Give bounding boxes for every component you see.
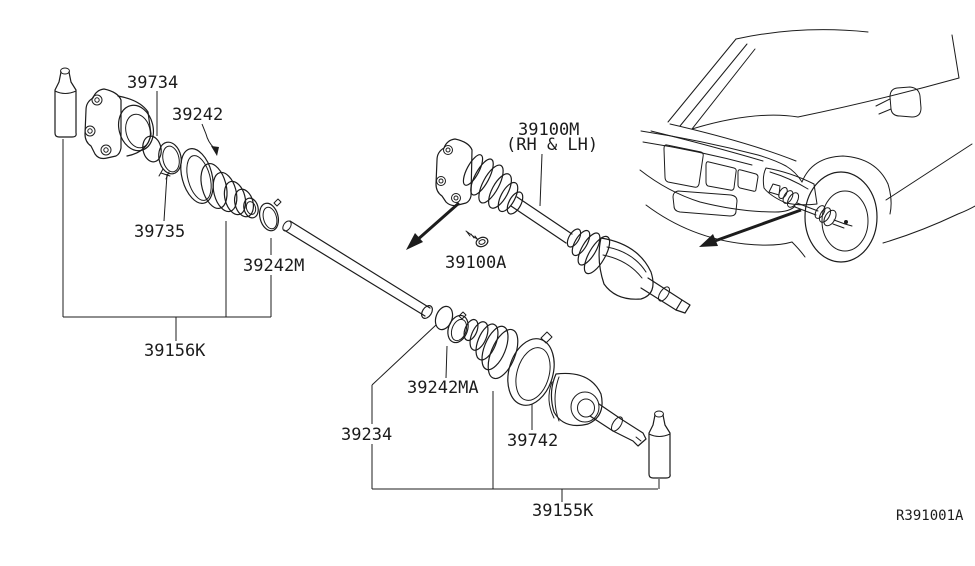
callout-leaders-upper bbox=[156, 91, 219, 222]
diagram-ref-code: R391001A bbox=[896, 508, 964, 524]
ring-39242MA-group bbox=[434, 305, 469, 344]
part-label-39100M: 39100M bbox=[518, 120, 579, 140]
cv-boot-39742 bbox=[463, 318, 555, 406]
part-label-39742: 39742 bbox=[507, 431, 558, 451]
grease-tube-upper bbox=[54, 67, 77, 138]
part-label-39242M: 39242M bbox=[243, 256, 304, 276]
part-label-39735: 39735 bbox=[134, 222, 185, 242]
part-label-39242MA: 39242MA bbox=[407, 378, 479, 398]
part-label-39155K: 39155K bbox=[532, 501, 594, 521]
grease-tube-lower bbox=[648, 410, 671, 479]
kit-bracket-39155K bbox=[371, 324, 660, 502]
direction-arrow-right-icon bbox=[699, 208, 802, 247]
callout-leader-39100M bbox=[539, 153, 543, 207]
mount-bolt-39100A bbox=[465, 230, 489, 248]
vehicle-front-wheel bbox=[804, 171, 878, 263]
kit-bracket-39156K bbox=[62, 139, 272, 341]
part-label-39234: 39234 bbox=[341, 425, 392, 445]
part-label-39242: 39242 bbox=[172, 105, 223, 125]
halfshaft-assembly-39100M bbox=[435, 138, 691, 314]
axle-shaft-39234 bbox=[282, 220, 433, 319]
part-label-39734: 39734 bbox=[127, 73, 178, 93]
vehicle-bumper bbox=[639, 169, 806, 258]
part-label-39100M-variant: (RH & LH) bbox=[506, 135, 598, 155]
part-label-39156K: 39156K bbox=[144, 341, 206, 361]
vehicle-illustration bbox=[639, 29, 975, 263]
outer-cv-joint-39742 bbox=[548, 372, 647, 447]
cv-boot-39242 bbox=[180, 148, 259, 219]
part-label-39100A: 39100A bbox=[445, 253, 506, 273]
boot-clamp-39242M bbox=[258, 198, 282, 232]
vehicle-axle-sketch bbox=[768, 183, 853, 229]
vehicle-side-mirror bbox=[875, 86, 922, 118]
inner-joint-housing bbox=[84, 88, 155, 160]
direction-arrow-left-icon bbox=[406, 201, 460, 250]
vehicle-grille bbox=[663, 144, 759, 192]
